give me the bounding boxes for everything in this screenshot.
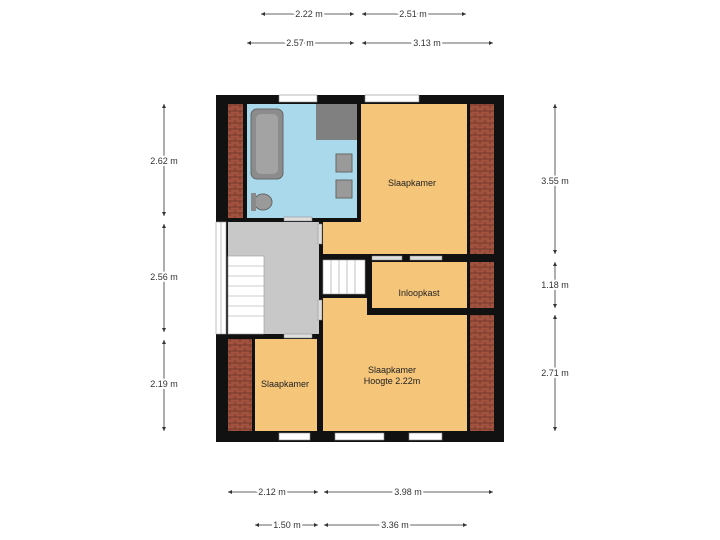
dim-bottom2-b: 3.36 m	[381, 520, 409, 530]
toilet-tank	[251, 193, 256, 211]
dim-right-a: 3.55 m	[541, 176, 569, 186]
door-bedroom-1	[317, 223, 323, 245]
bathroom-vanity-counter	[316, 104, 357, 140]
room-label-slaapkamer-3: Slaapkamer	[368, 365, 416, 375]
bedroom-2-floor	[255, 339, 317, 431]
closet-floor	[372, 262, 467, 308]
door-bathroom	[283, 216, 313, 222]
door-closet-1	[371, 255, 403, 261]
toilet	[253, 193, 273, 211]
bedroom-1-lower-floor	[323, 222, 467, 254]
window-top-2	[364, 94, 420, 103]
room-label-slaapkamer-3-height: Hoogte 2.22m	[364, 376, 421, 386]
door-bedroom-3	[317, 299, 323, 321]
dim-left-b: 2.56 m	[150, 272, 178, 282]
sink-1	[335, 153, 353, 173]
room-label-inloopkast: Inloopkast	[398, 288, 440, 298]
bedroom-3-upper	[323, 298, 367, 318]
sink-2	[335, 179, 353, 199]
roof-right-mid	[470, 262, 494, 308]
dim-bottom1-b: 3.98 m	[394, 487, 422, 497]
door-closet-2	[409, 255, 443, 261]
dim-top2-b: 3.13 m	[413, 38, 441, 48]
window-bottom-2	[334, 432, 385, 441]
door-bedroom-2	[283, 333, 313, 339]
dim-right-b: 1.18 m	[541, 280, 569, 290]
staircase	[227, 255, 366, 335]
roof-right-top	[470, 104, 494, 254]
dim-top1-b: 2.51 m	[399, 9, 427, 19]
dim-top1-a: 2.22 m	[295, 9, 323, 19]
dim-bottom1-a: 2.12 m	[258, 487, 286, 497]
room-label-slaapkamer-1: Slaapkamer	[388, 178, 436, 188]
bathtub-inner	[256, 114, 278, 174]
roof-right-bottom	[470, 315, 494, 431]
dim-bottom2-a: 1.50 m	[273, 520, 301, 530]
dim-top2-a: 2.57 m	[286, 38, 314, 48]
window-bottom-3	[408, 432, 443, 441]
roof-left-bottom	[228, 339, 252, 431]
roof-left-top	[228, 104, 243, 218]
dim-right-c: 2.71 m	[541, 368, 569, 378]
dim-left-c: 2.19 m	[150, 379, 178, 389]
room-label-slaapkamer-2: Slaapkamer	[261, 379, 309, 389]
window-top-1	[278, 94, 318, 103]
bedroom-3-floor	[323, 315, 467, 431]
dim-left-a: 2.62 m	[150, 156, 178, 166]
window-bottom-1	[278, 432, 311, 441]
